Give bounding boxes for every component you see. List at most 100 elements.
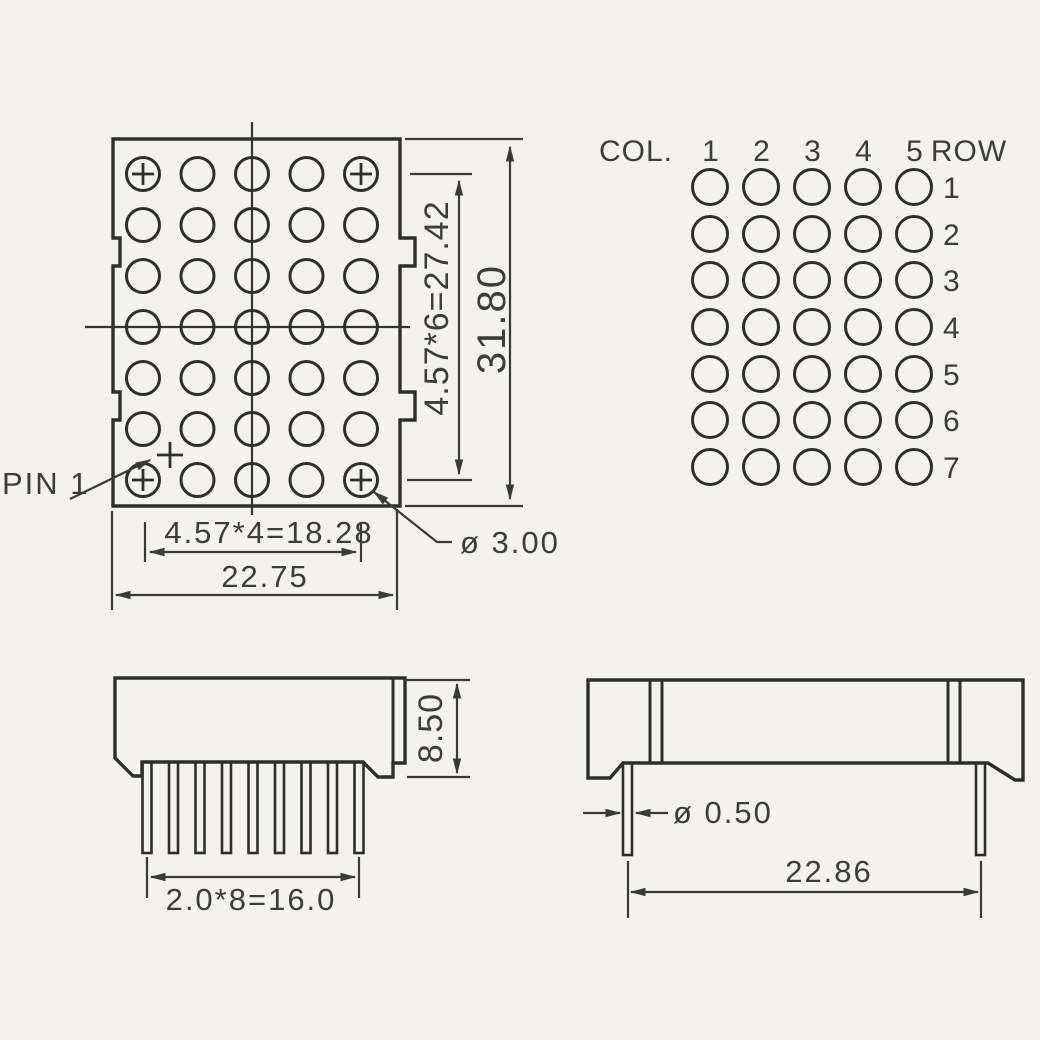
side-extension-lines bbox=[626, 861, 983, 918]
map-col-label: 3 bbox=[804, 135, 822, 168]
dot-diameter-label: ø 3.00 bbox=[460, 525, 560, 560]
dim-pin-row-span-label: 22.86 bbox=[785, 854, 873, 889]
map-dot bbox=[895, 308, 933, 346]
dim-pin-diameter-label: ø 0.50 bbox=[673, 795, 773, 830]
map-col-label: 4 bbox=[855, 135, 873, 168]
led-dot bbox=[125, 309, 161, 345]
led-dot bbox=[288, 411, 325, 447]
led-dot bbox=[288, 258, 325, 294]
pin1-cross-mark bbox=[157, 442, 183, 468]
map-row-label: 5 bbox=[943, 359, 961, 392]
front-view: 4.57*6=27.42 31.80 4.57*4=18.28 22.75 PI… bbox=[2, 122, 560, 610]
map-col-label: 1 bbox=[702, 135, 720, 168]
led-dot bbox=[179, 411, 216, 447]
led-dot bbox=[343, 207, 379, 243]
led-dot bbox=[179, 462, 216, 498]
map-dot bbox=[844, 261, 882, 299]
led-dot bbox=[179, 156, 216, 192]
bottom-extension-lines bbox=[145, 678, 470, 898]
side-body-notch-lines bbox=[648, 680, 962, 763]
map-dot bbox=[691, 215, 729, 253]
map-row-label: 4 bbox=[943, 312, 961, 345]
led-dot bbox=[179, 258, 216, 294]
map-row-label: 6 bbox=[943, 405, 961, 438]
col-header: COL. bbox=[599, 135, 673, 168]
map-dot bbox=[742, 355, 780, 393]
pin bbox=[353, 760, 365, 855]
led-dot bbox=[179, 309, 216, 345]
led-dot bbox=[288, 360, 325, 396]
led-dot bbox=[234, 309, 270, 345]
map-col-label: 2 bbox=[753, 135, 771, 168]
map-dot bbox=[691, 261, 729, 299]
pin-row bbox=[141, 760, 365, 855]
map-dot bbox=[895, 448, 933, 486]
map-dot bbox=[742, 308, 780, 346]
map-dot bbox=[793, 261, 831, 299]
corner-dot-cross-marks bbox=[132, 163, 372, 491]
side-pin-right bbox=[974, 761, 987, 857]
map-col-label: 5 bbox=[906, 135, 924, 168]
led-dot bbox=[288, 309, 325, 345]
map-dot bbox=[691, 401, 729, 439]
led-dot bbox=[125, 207, 161, 243]
led-dot bbox=[288, 462, 325, 498]
map-row-label: 1 bbox=[943, 172, 961, 205]
led-dot bbox=[125, 258, 161, 294]
map-dot bbox=[793, 355, 831, 393]
led-dot bbox=[234, 258, 270, 294]
map-dot bbox=[742, 261, 780, 299]
pin bbox=[326, 760, 339, 855]
map-dot bbox=[742, 215, 780, 253]
pin1-leader-line bbox=[69, 459, 152, 500]
led-dot bbox=[234, 156, 270, 192]
side-body-outline bbox=[586, 678, 1025, 782]
led-dot bbox=[125, 360, 161, 396]
bottom-body-outline bbox=[113, 676, 407, 779]
map-dot bbox=[844, 215, 882, 253]
led-dot bbox=[234, 462, 270, 498]
led-dot bbox=[343, 462, 379, 498]
map-dot bbox=[691, 355, 729, 393]
map-dot bbox=[793, 448, 831, 486]
led-dot bbox=[288, 156, 325, 192]
pin bbox=[167, 760, 180, 855]
map-dot bbox=[844, 401, 882, 439]
map-row-label: 2 bbox=[943, 219, 961, 252]
pin bbox=[194, 760, 206, 855]
led-dot bbox=[125, 156, 161, 192]
led-dot bbox=[343, 309, 379, 345]
led-dot bbox=[288, 207, 325, 243]
dim-pin-pitch-label: 2.0*8=16.0 bbox=[166, 882, 337, 917]
dot-diameter-leader-line bbox=[372, 491, 452, 544]
map-dot bbox=[691, 448, 729, 486]
dim-horizontal-pitch-label: 4.57*4=18.28 bbox=[164, 515, 373, 550]
pin bbox=[300, 760, 312, 855]
package-outline bbox=[111, 137, 417, 508]
map-dot bbox=[793, 308, 831, 346]
pin bbox=[273, 760, 286, 855]
led-dot bbox=[234, 360, 270, 396]
pin1-label: PIN 1 bbox=[2, 466, 90, 501]
bottom-view: 8.50 2.0*8=16.0 bbox=[113, 676, 470, 917]
dim-vertical-pitch-label: 4.57*6=27.42 bbox=[418, 200, 456, 415]
map-dot bbox=[793, 215, 831, 253]
map-dot bbox=[742, 168, 780, 206]
side-view: ø 0.50 22.86 bbox=[583, 678, 1025, 918]
map-dot bbox=[895, 261, 933, 299]
led-dot bbox=[343, 258, 379, 294]
dim-body-thickness-label: 8.50 bbox=[412, 693, 450, 763]
led-dot bbox=[125, 411, 161, 447]
dim-overall-height-label: 31.80 bbox=[470, 264, 514, 374]
map-dot bbox=[742, 448, 780, 486]
led-dot bbox=[343, 360, 379, 396]
pin bbox=[141, 760, 153, 855]
led-dot bbox=[179, 360, 216, 396]
pin bbox=[220, 760, 233, 855]
map-dot bbox=[691, 308, 729, 346]
